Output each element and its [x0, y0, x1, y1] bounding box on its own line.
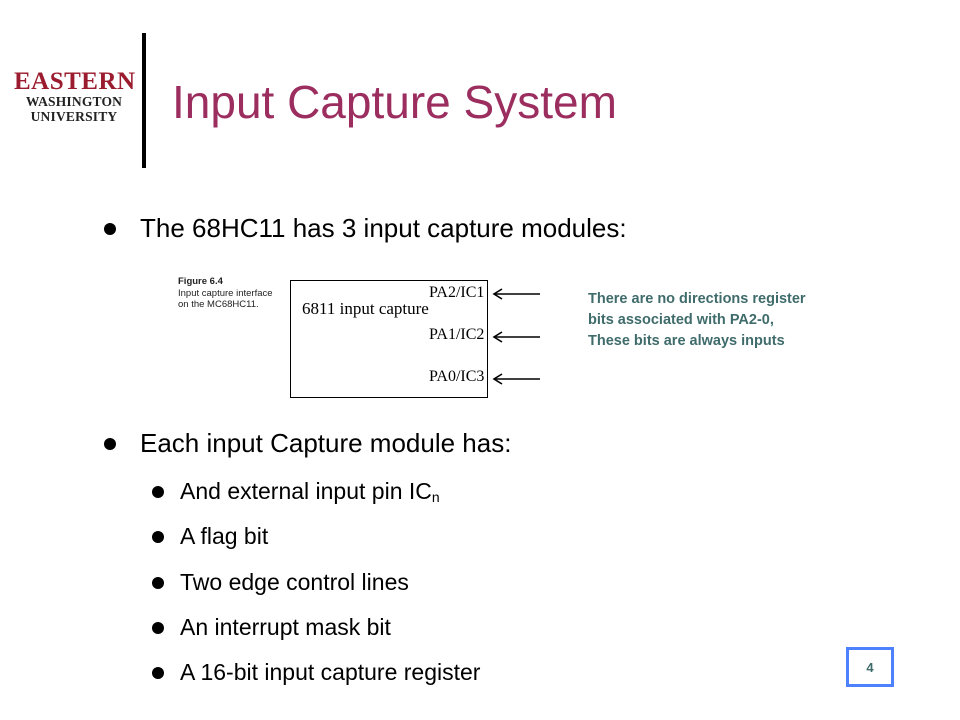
note-line: These bits are always inputs [588, 333, 785, 349]
sub-bullet-text: Two edge control lines [180, 569, 409, 595]
sub-bullet-flag-bit: A flag bit [152, 523, 268, 550]
sub-bullet-edge-lines: Two edge control lines [152, 569, 409, 596]
sub-bullet-dot [152, 576, 164, 589]
slide-title: Input Capture System [172, 76, 617, 128]
input-capture-box-label: 6811 input capture [302, 299, 429, 318]
sub-bullet-interrupt-mask: An interrupt mask bit [152, 614, 391, 641]
figure-caption-title: Figure 6.4 [178, 276, 223, 287]
input-capture-box [290, 280, 488, 398]
figure-caption: Figure 6.4 Input capture interface on th… [178, 276, 273, 311]
sub-bullet-dot [152, 666, 164, 679]
figure-caption-line: on the MC68HC11. [178, 299, 259, 310]
bullet-dot [104, 222, 116, 235]
sub-bullet-text: A flag bit [180, 523, 269, 549]
sub-bullet-capture-register: A 16-bit input capture register [152, 659, 480, 686]
bullet-text: The 68HC11 has 3 input capture modules: [140, 213, 627, 243]
sub-bullet-dot [152, 530, 164, 543]
sub-bullet-text: An interrupt mask bit [180, 614, 391, 640]
pin-label-pa0-ic3: PA0/IC3 [429, 368, 485, 385]
pin-label-pa1-ic2: PA1/IC2 [429, 326, 485, 343]
university-logo: EASTERN WASHINGTON UNIVERSITY [14, 68, 136, 124]
title-divider [142, 33, 146, 168]
logo-line-eastern: EASTERN [14, 68, 136, 95]
note-line: There are no directions register [588, 291, 806, 307]
note-line: bits associated with PA2-0, [588, 312, 774, 328]
sub-bullet-dot [152, 621, 164, 634]
sub-bullet-text: And external input pin ICn [180, 478, 440, 505]
slide-number-text: 4 [866, 659, 874, 675]
bullet-module-features: Each input Capture module has: [104, 428, 511, 459]
sub-bullet-text: A 16-bit input capture register [180, 659, 481, 685]
subscript-n: n [431, 489, 440, 505]
figure-caption-line: Input capture interface [178, 287, 273, 299]
pin-label-pa2-ic1: PA2/IC1 [429, 284, 485, 301]
sub-bullet-external-pin: And external input pin ICn [152, 478, 440, 505]
slide-number: 4 [846, 647, 894, 687]
logo-line-washington: WASHINGTON [25, 94, 123, 109]
sub-bullet-dot [152, 485, 164, 498]
pin-input-arrows [492, 288, 540, 385]
bullet-modules: The 68HC11 has 3 input capture modules: [104, 213, 627, 244]
bullet-text: Each input Capture module has: [140, 428, 512, 458]
bullet-dot [104, 437, 116, 450]
direction-register-note: There are no directions register bits as… [588, 289, 928, 352]
logo-line-university: UNIVERSITY [30, 109, 118, 124]
